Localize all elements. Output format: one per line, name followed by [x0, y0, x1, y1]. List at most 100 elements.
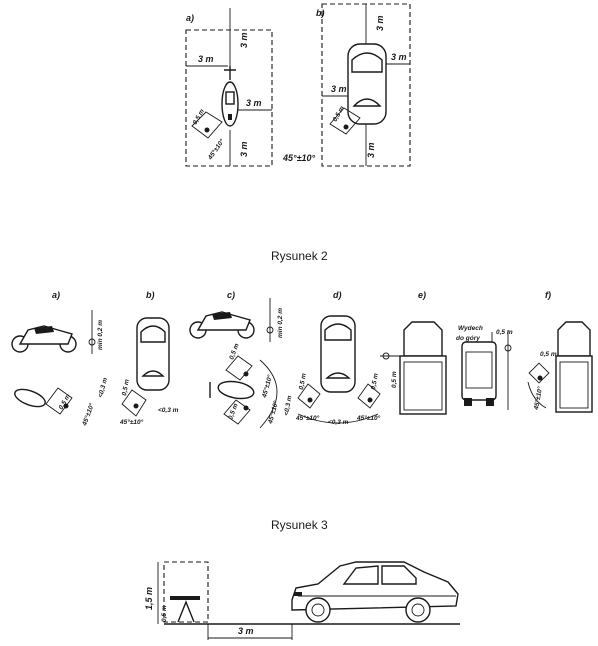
figure1b-dim-right: 3 m — [391, 52, 407, 62]
figure2c-min-height: min 0,2 m — [277, 308, 284, 338]
figure2f-box-panel — [559, 361, 589, 409]
figure2d-car-top: d) 0,5 m 0,5 m 45°±10° 45°±10° <0,3 m — [295, 290, 381, 426]
figure2e-box-panel — [403, 361, 443, 411]
figure3-car-side-view: 1,5 m 0,5 m 3 m — [144, 561, 460, 640]
figure2b-lamp-point — [133, 403, 139, 409]
figure1a-motorcycle-top-view: a) 3 m 3 m 3 m 3 m 0,5 m 45°±10° — [185, 8, 273, 167]
figure1a-dim-top: 3 m — [239, 32, 249, 48]
figure2c-dim-05m-1: 0,5 m — [228, 342, 240, 360]
figure3-stand-top — [170, 596, 200, 600]
figure3-front-hub — [311, 603, 325, 617]
figure1b-dim-05m: 0,5 m — [332, 105, 346, 123]
figure2b-windshield — [140, 325, 166, 343]
figure3-stand-legs — [177, 600, 195, 623]
figure2c-motorcycle: c) min 0,2 m 0,5 m 0,5 m 45°±10° 45°±10°… — [189, 290, 294, 429]
figure2f-visibility-diamond — [528, 362, 550, 384]
figure2f-lamp — [537, 375, 543, 381]
figure2d-label: d) — [333, 290, 342, 300]
figure2b-rear-window — [141, 370, 165, 377]
figure2f-dim-05m: 0,5 m — [540, 351, 557, 358]
figure2e-exhaust-line2: do góry — [456, 335, 480, 342]
figure2c-arc — [259, 359, 278, 429]
figure2c-motorcycle-body — [196, 311, 251, 331]
figure2d-dim-03m: <0,3 m — [328, 419, 349, 426]
figure3-headlight — [294, 592, 302, 596]
figure1b-dim-bottom: 3 m — [366, 142, 376, 158]
figure2e-rear-body — [461, 341, 497, 401]
figure2a-motorcycle: a) min 0,2 m 0,5 m 45°±10° <0,3 m — [11, 290, 109, 428]
figure1b-dim-top: 3 m — [375, 15, 385, 31]
figure2b-visibility-diamond — [121, 389, 147, 417]
figure2a-lamp-point — [63, 403, 69, 409]
figure2c-lamp-point-2 — [243, 405, 249, 411]
figure1b-car-body — [347, 43, 387, 125]
figure2b-dim-05m: 0,5 m — [121, 379, 131, 397]
figure2c-label: c) — [227, 290, 235, 300]
figure2a-top-body — [14, 388, 46, 408]
figure2a-dim-03m: <0,3 m — [97, 377, 109, 399]
figure2f-arc — [527, 381, 547, 409]
figure1a-motorcycle-light — [228, 114, 232, 120]
figure3-window-rear — [381, 565, 417, 585]
figure2c-visibility-diamond-1 — [225, 355, 253, 381]
figure2e-label: e) — [418, 290, 426, 300]
figure2e-dim-05m-2: 0,5 m — [496, 329, 513, 336]
figure2d-angle-right: 45°±10° — [356, 414, 381, 422]
figure2e-rear-panel — [465, 351, 493, 389]
figure2c-dim-03m: <0,3 m — [283, 395, 293, 417]
figure2a-label: a) — [52, 290, 60, 300]
figure2b-angle: 45°±10° — [119, 418, 144, 426]
figure2d-arc — [297, 413, 379, 424]
figure2c-lamp-point-1 — [243, 371, 249, 377]
figure2d-windshield — [324, 323, 352, 341]
figure2c-dim-05m-2: 0,5 m — [227, 402, 239, 420]
figure2a-min-height: min 0,2 m — [97, 320, 104, 350]
figure3-rear-wheel — [405, 597, 431, 623]
figure1a-frame — [185, 29, 273, 167]
figure2f-truck: f) 0,5 m 45°±10° — [527, 290, 593, 413]
figure1b-frame — [321, 3, 411, 167]
figure2c-seat — [212, 312, 232, 320]
figure1a-dim-right: 3 m — [246, 98, 262, 108]
figure2d-visibility-diamond-right — [357, 383, 381, 409]
figure2f-box — [555, 355, 593, 413]
figure2f-angle: 45°±10° — [532, 386, 544, 412]
figure1a-dim-left: 3 m — [198, 54, 214, 64]
figure2e-cab — [403, 321, 443, 357]
figure1a-label: a) — [186, 13, 194, 23]
figure1b-windshield — [351, 52, 383, 73]
figure2f-cab — [557, 321, 591, 357]
figure2d-car-body — [320, 315, 356, 393]
figure3-dim-15m: 1,5 m — [144, 587, 154, 610]
figure2c-angle-1: 45°±10° — [260, 374, 274, 400]
figure1a-lamp-point — [204, 127, 210, 133]
figure2e-rear-wheel-left — [464, 398, 472, 406]
figure3-dim-3m: 3 m — [238, 626, 254, 636]
figure2a-angle: 45°±10° — [80, 402, 96, 428]
figure1a-dim-05m: 0,5 m — [192, 108, 206, 126]
figure3-window-front — [342, 565, 379, 585]
figure3-rear-hub — [411, 603, 425, 617]
figure2f-label: f) — [545, 290, 551, 300]
figure1a-visibility-diamond — [191, 111, 223, 139]
figure1-angle-caption: 45°±10° — [282, 153, 316, 163]
figure2d-rear-window — [325, 372, 351, 379]
figure3-front-wheel — [305, 597, 331, 623]
figure1b-rear-window — [352, 98, 382, 107]
figure2c-angle-2: 45°±10° — [266, 400, 280, 426]
figure2e-truck: e) 0,5 m Wydech do góry 0,5 m — [380, 290, 513, 415]
figure3-frame — [163, 561, 209, 623]
figure2e-rear-wheel-right — [486, 398, 494, 406]
figure1a-handlebar — [224, 66, 236, 80]
figure1a-dim-bottom: 3 m — [239, 141, 249, 157]
figure2d-visibility-diamond-left — [297, 383, 321, 409]
figure1a-motorcycle-tank — [225, 91, 235, 105]
figure1b-visibility-diamond — [329, 107, 361, 135]
figure2e-box — [399, 355, 447, 415]
figure2b-car-top: b) 0,5 m 45°±10° <0,3 m — [119, 290, 179, 426]
figure2a-dim-05m: 0,5 m — [58, 393, 72, 411]
figure2d-lamp-right — [367, 397, 373, 403]
figure1b-label: b) — [316, 8, 325, 18]
figure2b-car-body — [136, 317, 170, 391]
